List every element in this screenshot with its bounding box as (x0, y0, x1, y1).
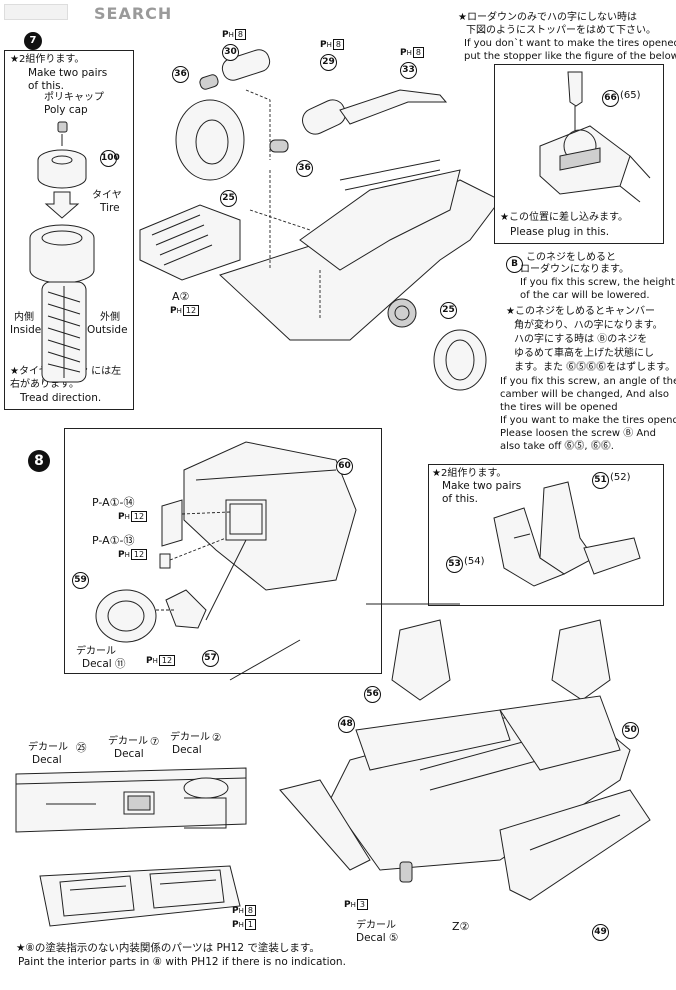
step7-number-icon: 7 (24, 32, 42, 50)
part-48-label: 48 (338, 716, 355, 733)
part-65-label: (65) (620, 90, 641, 101)
seat-pair-note-en: Make two pairs of this. (442, 480, 522, 506)
chassis-exploded-view (139, 49, 501, 391)
camber-note-en-5: Please loosen the screw Ⓑ And (500, 428, 656, 439)
part-25-label-a: 25 (220, 190, 237, 207)
outside-label-en: Outside (87, 324, 128, 336)
part-30-label: 30 (222, 44, 239, 61)
camber-note-en-1: If you fix this screw, an angle of the (500, 376, 676, 387)
decal-label-jp-7: デカール (108, 736, 148, 747)
camber-note-jp-3: ハの字にする時は Ⓑのネジを (514, 334, 648, 345)
outside-label-jp: 外側 (100, 312, 120, 323)
inside-label-en: Inside (10, 324, 42, 336)
decal-label-jp-11: デカール (76, 646, 116, 657)
decal-number-7: ⑦ (150, 736, 160, 748)
part-53-label: 53 (446, 556, 463, 573)
decal-label-en-5: Decal ⑤ (356, 932, 399, 944)
part-50-label: 50 (622, 722, 639, 739)
label-a2: A② (172, 290, 190, 303)
door-panel-drawing (39, 865, 241, 927)
screw-b-label: B (506, 256, 523, 273)
label-z2: Z② (452, 920, 470, 933)
footer-note-jp: ★⑧の塗装指示のない内装関係のパーツは PH12 で塗装します。 (16, 942, 320, 954)
decal-number-2: ② (212, 732, 222, 744)
camber-note-en-6: also take off ⓺⓹, ⓺⓺. (500, 441, 614, 452)
interior-tub-drawing (229, 603, 651, 901)
decal-label-jp-2: デカール (170, 732, 210, 743)
lowdown-note-en-2: put the stopper like the figure of the b… (464, 51, 676, 62)
pa14-label: P-A①-⑭ (92, 496, 135, 509)
screw-b-note-en-1: If you fix this screw, the height (520, 277, 675, 288)
part-54-label: (54) (464, 556, 485, 567)
part-25-label-b: 25 (440, 302, 457, 319)
part-36-label-a: 36 (172, 66, 189, 83)
lowdown-note-en-1: If you don`t want to make the tires open… (464, 38, 676, 49)
pair-note-en: Make two pairs of this. (28, 67, 108, 93)
decal-label-en-7: Decal (114, 748, 144, 760)
watermark-logo (4, 4, 68, 20)
part-56-label: 56 (364, 686, 381, 703)
seat-exploded-drawing (493, 481, 641, 587)
camber-note-jp-4: ゆるめて車高を上げた状態にし (514, 348, 654, 359)
part-51-label: 51 (592, 472, 609, 489)
tire-label-en: Tire (100, 202, 120, 214)
camber-note-en-2: camber will be changed, And also (500, 389, 669, 400)
tread-note-en: Tread direction. (20, 392, 102, 404)
stopper-drawing (539, 71, 651, 203)
camber-note-jp-5: ます。また ⓺⓹⓺⓺をはずします。 (514, 362, 676, 373)
part-29-label: 29 (320, 54, 337, 71)
lowdown-note-jp-1: ★ローダウンのみでハの字にしない時は (458, 12, 637, 23)
part-52-label: (52) (610, 472, 631, 483)
dashboard-decal-drawing (15, 767, 247, 833)
lowdown-note-jp-2: 下図のようにストッパーをはめて下さい。 (466, 25, 656, 36)
plug-note-en: Please plug in this. (510, 226, 610, 238)
decal-label-en-2: Decal (172, 744, 202, 756)
decal-label-jp-5: デカール (356, 920, 396, 931)
dashboard-drawing (95, 441, 357, 643)
part-33-label: 33 (400, 62, 417, 79)
camber-note-jp-1: ★このネジをしめるとキャンバー (506, 306, 655, 317)
inside-label-jp: 内側 (14, 312, 34, 323)
watermark-text: SEARCH (94, 4, 173, 23)
part-59-label: 59 (72, 572, 89, 589)
camber-note-jp-2: 角が変わり、ハの字になります。 (514, 320, 663, 331)
screw-b-note-en-2: of the car will be lowered. (520, 290, 650, 301)
polycap-label-jp: ポリキャップ (44, 92, 104, 103)
footer-note-en: Paint the interior parts in ⑧ with PH12 … (18, 956, 346, 968)
part-60-label: 60 (336, 458, 353, 475)
decal-label-jp-25: デカール (28, 742, 68, 753)
seat-pair-note-jp: ★2組作ります。 (432, 468, 507, 479)
part-100-label: 100 (100, 150, 120, 167)
tire-label-jp: タイヤ (92, 190, 122, 201)
part-66-label: 66 (602, 90, 619, 107)
camber-note-en-4: If you want to make the tires opend, (500, 415, 676, 426)
tire-assembly-drawing (29, 121, 95, 383)
decal-number-25: ㉕ (76, 742, 87, 754)
pair-note-jp: ★2組作ります。 (10, 54, 85, 65)
part-57-label: 57 (202, 650, 219, 667)
polycap-label-en: Poly cap (44, 104, 88, 116)
screw-b-note-jp-2: ローダウンになります。 (520, 264, 629, 275)
decal-label-en-25: Decal (32, 754, 62, 766)
camber-note-en-3: the tires will be opened (500, 402, 618, 413)
screw-b-note-jp-1: このネジをしめると (526, 252, 616, 263)
part-49-label: 49 (592, 924, 609, 941)
step8-number: 8 (28, 450, 50, 472)
decal-label-en-11: Decal ⑪ (82, 658, 126, 670)
plug-note-jp: ★この位置に差し込みます。 (500, 212, 628, 223)
pa13-label: P-A①-⑬ (92, 534, 135, 547)
part-36-label-b: 36 (296, 160, 313, 177)
